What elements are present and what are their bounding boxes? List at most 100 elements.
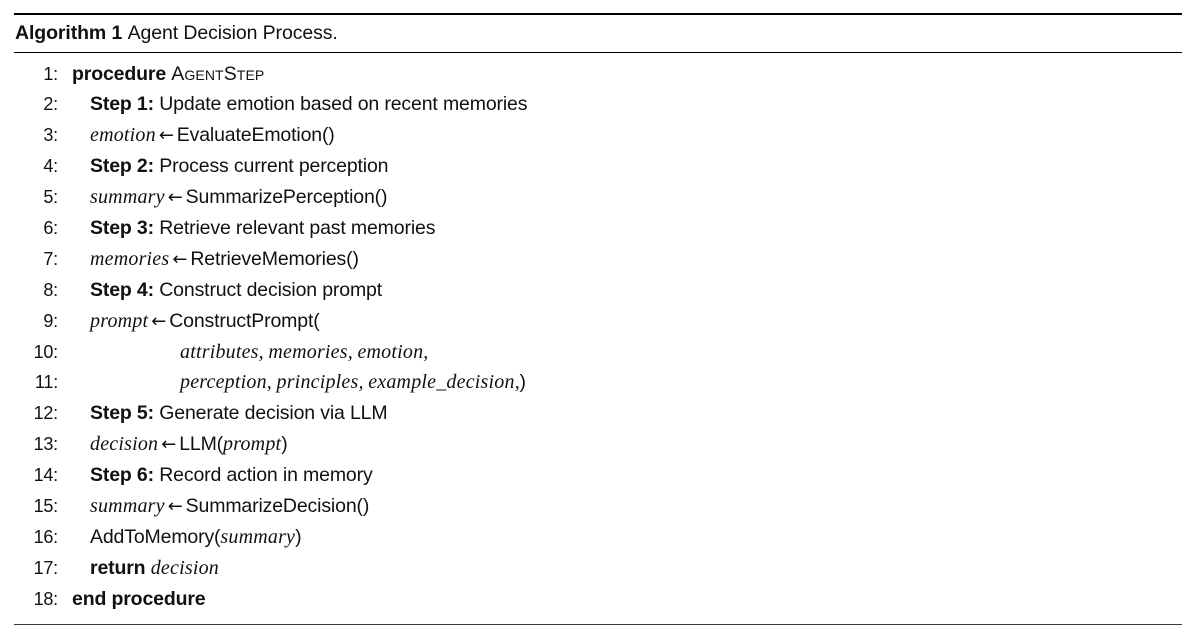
line-number: 6: xyxy=(43,217,58,238)
line-number: 14: xyxy=(33,465,59,486)
call-summarizeperception: SummarizePerception() xyxy=(185,186,388,209)
algorithm-label: Algorithm 1 xyxy=(15,22,123,44)
line-number: 12: xyxy=(33,403,59,424)
algorithm-top-rule xyxy=(14,13,1182,15)
keyword-procedure: procedure xyxy=(72,62,167,85)
call-llm: LLM( xyxy=(179,433,224,456)
arg-attributes: attributes xyxy=(180,340,259,363)
line-number: 18: xyxy=(33,588,59,609)
keyword-end-procedure: end procedure xyxy=(72,587,206,610)
line-number: 7: xyxy=(43,248,58,269)
step-label-2: Step 2: xyxy=(90,155,154,178)
line-number: 5: xyxy=(43,187,58,208)
algorithm-line-18: 18: end procedure xyxy=(14,584,1182,615)
algorithm-line-16: 16: AddToMemory(summary) xyxy=(14,522,1182,553)
algorithm-bottom-rule xyxy=(14,623,1182,625)
keyword-return: return xyxy=(90,556,146,579)
assign-arrow-icon: ← xyxy=(151,310,167,332)
arg-emotion: emotion xyxy=(357,340,424,363)
step-text-5: Generate decision via LLM xyxy=(159,402,388,425)
algorithm-line-13: 13: decision←LLM(prompt) xyxy=(14,429,1182,460)
step-text-2: Process current perception xyxy=(159,155,389,178)
close-paren: ) xyxy=(281,433,288,456)
step-text-1: Update emotion based on recent memories xyxy=(159,93,528,116)
arg-summary: summary xyxy=(220,525,296,548)
algorithm-line-12: 12: Step 5: Generate decision via LLM xyxy=(14,398,1182,429)
step-text-3: Retrieve relevant past memories xyxy=(159,216,436,239)
algorithm-line-6: 6: Step 3: Retrieve relevant past memori… xyxy=(14,213,1182,244)
assign-arrow-icon: ← xyxy=(158,125,174,147)
line-content: return decision xyxy=(58,553,219,584)
line-content: memories←RetrieveMemories() xyxy=(58,244,359,276)
algorithm-line-10: 10: attributes, memories, emotion, xyxy=(14,337,1182,368)
close-paren: ) xyxy=(519,371,527,394)
call-summarizedecision: SummarizeDecision() xyxy=(185,494,370,517)
variable-memories: memories xyxy=(90,247,170,270)
comma: , xyxy=(266,371,277,394)
line-content: Step 1: Update emotion based on recent m… xyxy=(58,89,528,120)
algorithm-line-15: 15: summary←SummarizeDecision() xyxy=(14,491,1182,522)
line-number: 11: xyxy=(34,372,58,393)
call-retrievememories: RetrieveMemories() xyxy=(190,247,359,270)
algorithm-line-3: 3: emotion←EvaluateEmotion() xyxy=(14,120,1182,151)
line-number: 1: xyxy=(43,63,58,84)
line-content: summary←SummarizeDecision() xyxy=(58,491,369,523)
line-number: 16: xyxy=(33,526,59,547)
line-number: 9: xyxy=(43,310,58,331)
line-content: Step 5: Generate decision via LLM xyxy=(58,398,388,429)
close-paren: ) xyxy=(295,525,302,548)
assign-arrow-icon: ← xyxy=(167,187,183,209)
line-number: 15: xyxy=(33,495,59,516)
line-content: Step 4: Construct decision prompt xyxy=(58,275,382,306)
algorithm-line-8: 8: Step 4: Construct decision prompt xyxy=(14,275,1182,306)
line-content: AddToMemory(summary) xyxy=(58,522,302,553)
algorithm-line-5: 5: summary←SummarizePerception() xyxy=(14,182,1182,213)
comma: , xyxy=(358,371,369,394)
assign-arrow-icon: ← xyxy=(172,248,188,270)
line-number: 2: xyxy=(43,94,58,115)
comma: , xyxy=(347,340,358,363)
line-number: 3: xyxy=(43,125,58,146)
line-content: emotion←EvaluateEmotion() xyxy=(58,120,335,152)
line-content: perception, principles, example_decision… xyxy=(58,367,526,398)
line-content: Step 3: Retrieve relevant past memories xyxy=(58,213,435,244)
step-label-6: Step 6: xyxy=(90,464,154,487)
call-evaluateemotion: EvaluateEmotion() xyxy=(176,124,335,147)
variable-summary: summary xyxy=(90,186,165,209)
line-content: Step 6: Record action in memory xyxy=(58,460,373,491)
algorithm-line-11: 11: perception, principles, example_deci… xyxy=(14,367,1182,398)
line-content: decision←LLM(prompt) xyxy=(58,429,288,461)
algorithm-header-rule xyxy=(14,51,1182,53)
arg-perception: perception xyxy=(180,371,267,394)
algorithm-line-2: 2: Step 1: Update emotion based on recen… xyxy=(14,89,1182,120)
arg-prompt: prompt xyxy=(223,433,282,456)
algorithm-line-7: 7: memories←RetrieveMemories() xyxy=(14,244,1182,275)
variable-summary: summary xyxy=(90,494,165,517)
call-constructprompt: ConstructPrompt( xyxy=(169,309,320,332)
algorithm-line-14: 14: Step 6: Record action in memory xyxy=(14,460,1182,491)
algorithm-block: Algorithm 1 Agent Decision Process. 1: p… xyxy=(14,13,1182,625)
algorithm-caption: Algorithm 1 Agent Decision Process. xyxy=(14,15,1182,52)
step-label-1: Step 1: xyxy=(90,93,154,116)
line-number: 8: xyxy=(43,279,58,300)
algorithm-line-1: 1: procedure AgentStep xyxy=(14,59,1182,90)
call-addtomemory: AddToMemory( xyxy=(90,525,221,548)
line-content: attributes, memories, emotion, xyxy=(58,337,428,368)
proc-name-agentstep: AgentStep xyxy=(171,62,265,85)
comma: , xyxy=(423,340,429,363)
line-content: summary←SummarizePerception() xyxy=(58,182,387,214)
step-label-5: Step 5: xyxy=(90,402,154,425)
algorithm-line-17: 17: return decision xyxy=(14,553,1182,584)
algorithm-line-9: 9: prompt←ConstructPrompt( xyxy=(14,306,1182,337)
variable-emotion: emotion xyxy=(90,124,156,147)
comma: , xyxy=(258,340,269,363)
assign-arrow-icon: ← xyxy=(167,495,183,517)
line-number: 4: xyxy=(43,156,58,177)
step-text-6: Record action in memory xyxy=(159,464,373,487)
step-label-3: Step 3: xyxy=(90,216,154,239)
line-content: end procedure xyxy=(58,584,206,615)
algorithm-title: Agent Decision Process. xyxy=(127,22,338,44)
arg-example-decision: example_decision xyxy=(368,371,515,394)
line-number: 10: xyxy=(33,341,59,362)
line-number: 17: xyxy=(33,557,59,578)
